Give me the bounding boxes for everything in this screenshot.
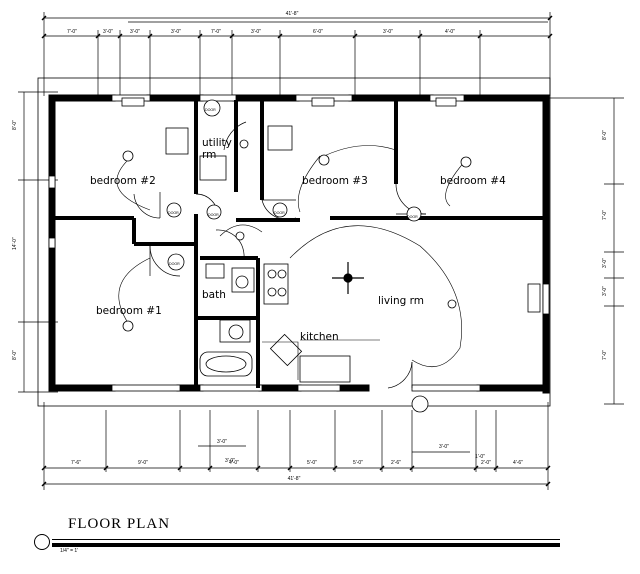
wiring-arcs	[116, 145, 467, 368]
dim-bottom-9: 4'-6"	[513, 460, 523, 466]
dim-left-3: 8'-0"	[12, 350, 18, 360]
dim-bottom-5: 5'-0"	[353, 460, 363, 466]
dim-bottom-3: 4'-0"	[229, 460, 239, 466]
dim-right-4: 3'-0"	[602, 286, 608, 296]
dim-top-5: 7'-0"	[211, 29, 221, 35]
title-rule-thin	[52, 539, 560, 540]
dim-top-8: 3'-0"	[383, 29, 393, 35]
dim-overall-bottom: 41'-8"	[288, 476, 301, 482]
dim-bottom-7: 3'-0"	[439, 444, 449, 450]
interior-walls	[52, 100, 546, 388]
title-bubble-icon	[34, 534, 50, 550]
dimension-ticks-top	[41, 15, 553, 39]
dim-left-1: 8'-0"	[12, 120, 18, 130]
dim-top-1: 7'-0"	[67, 29, 77, 35]
dim-right-5: 7'-0"	[602, 350, 608, 360]
dim-bottom-mid-3: 1'-0"	[475, 454, 485, 460]
room-label-bedroom-4: bedroom #4	[440, 175, 506, 187]
dim-bottom-mid-2: 3'-0"	[225, 458, 235, 464]
dim-right-3: 3'-0"	[602, 258, 608, 268]
fixture-label-2: DOOR	[208, 213, 219, 217]
light-fixtures	[122, 139, 472, 332]
kitchen-counter	[262, 339, 380, 380]
dimension-lines-right	[548, 97, 624, 405]
room-label-bedroom-2: bedroom #2	[90, 175, 156, 187]
exterior-walls	[48, 94, 550, 394]
title-block: FLOOR PLAN 1/4" = 1'	[34, 514, 574, 570]
dim-top-6: 3'-0"	[251, 29, 261, 35]
dim-left-2: 14'-0"	[12, 237, 18, 250]
dim-bottom-mid-1: 3'-0"	[217, 439, 227, 445]
dim-bottom-6: 2'-6"	[391, 460, 401, 466]
room-label-bedroom-3: bedroom #3	[302, 175, 368, 187]
fixture-label-5: DOOR	[169, 262, 180, 266]
floor-plan-drawing: 41'-8" 7'-0" 3'-0" 3'-0" 3'-0" 7'-0" 3'-…	[12, 11, 624, 490]
dim-top-9: 4'-0"	[445, 29, 455, 35]
dim-right-2: 7'-0"	[602, 210, 608, 220]
dim-overall-top: 41'-8"	[286, 11, 299, 17]
dim-top-4: 3'-0"	[171, 29, 181, 35]
plan-scale: 1/4" = 1'	[60, 548, 79, 554]
fixture-label-4: DOOR	[407, 215, 418, 219]
fixture-label-6: DOOR	[205, 108, 216, 112]
fixture-label-3: DOOR	[274, 211, 285, 215]
dim-bottom-1: 7'-6"	[71, 460, 81, 466]
room-label-utility: utility	[202, 137, 232, 149]
ceiling-fan-icon	[332, 262, 364, 294]
room-label-bedroom-1: bedroom #1	[96, 305, 162, 317]
plumbing-fixtures	[121, 97, 541, 413]
windows	[48, 94, 550, 392]
room-label-kitchen: kitchen	[300, 331, 339, 343]
dim-bottom-2: 9'-0"	[138, 460, 148, 466]
dimension-lines-top	[43, 12, 551, 96]
room-label-utility-rm: rm	[202, 149, 216, 161]
dimension-lines-bottom	[43, 402, 549, 490]
room-label-bath: bath	[202, 289, 226, 301]
dim-top-7: 6'-0"	[313, 29, 323, 35]
title-rule	[52, 543, 560, 547]
fixture-label-1: DOOR	[168, 211, 179, 215]
dim-bottom-8: 2'-0"	[481, 460, 491, 466]
plan-title: FLOOR PLAN	[68, 516, 171, 532]
dim-top-3: 3'-0"	[130, 29, 140, 35]
dim-top-2: 3'-0"	[103, 29, 113, 35]
sheet-border	[37, 77, 551, 407]
dim-right-1: 8'-0"	[602, 130, 608, 140]
room-label-living: living rm	[378, 295, 424, 307]
dim-bottom-4: 5'-0"	[307, 460, 317, 466]
